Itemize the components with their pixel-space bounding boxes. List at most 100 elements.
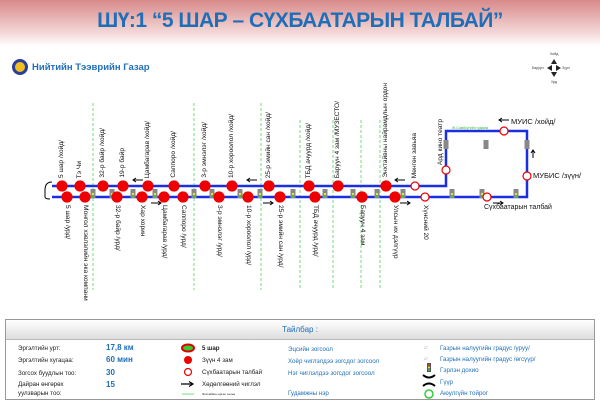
compass: Хойд Баруун Зүүн Урд bbox=[532, 52, 576, 86]
slope-down-icon: ▱ bbox=[424, 345, 428, 351]
stop-marker[interactable] bbox=[79, 191, 91, 203]
compass-south: Урд bbox=[551, 80, 557, 84]
stop-marker[interactable] bbox=[199, 180, 211, 192]
stat-label: Дайран өнгөрөх уулзварын тоо: bbox=[18, 381, 64, 397]
stop-label-north: Тэ Чи bbox=[76, 160, 83, 178]
traffic-light-icon bbox=[524, 140, 530, 149]
stop-marker[interactable] bbox=[117, 180, 129, 192]
stop-marker[interactable] bbox=[499, 126, 509, 136]
legend-title: Тайлбар : bbox=[6, 320, 594, 340]
stop-marker[interactable] bbox=[410, 181, 420, 191]
stop-label-north: 19-р байр bbox=[119, 148, 126, 178]
stop-label-ard: Ард кино театр bbox=[437, 118, 444, 165]
turnaround-arrow bbox=[44, 181, 53, 200]
stop-label-north: ТБД ачуурд /хойд/ bbox=[305, 122, 312, 178]
compass-north: Хойд bbox=[550, 52, 559, 56]
stop-marker[interactable] bbox=[441, 165, 451, 175]
stat-value: 17,8 км bbox=[106, 343, 134, 352]
stat-label: Эргэлтийн урт: bbox=[18, 345, 61, 352]
header-banner bbox=[0, 0, 600, 46]
compass-east: Зүүн bbox=[562, 66, 570, 70]
stop-label-south: Саппоро /урд/ bbox=[180, 205, 187, 248]
stop-marker[interactable] bbox=[263, 180, 275, 192]
route-map bbox=[44, 103, 536, 290]
organization: Нийтийн Тээврийн Газар bbox=[12, 59, 150, 75]
stop-marker[interactable] bbox=[389, 191, 401, 203]
stop-marker[interactable] bbox=[168, 180, 180, 192]
legend-symbol-label: Сүхбаатарын талбай bbox=[202, 369, 263, 376]
stop-marker[interactable] bbox=[303, 180, 315, 192]
stat-value: 60 мин bbox=[106, 355, 133, 364]
direction-arrow-icon bbox=[246, 177, 257, 183]
traffic-light-icon bbox=[483, 140, 489, 149]
stop-marker[interactable] bbox=[97, 180, 109, 192]
stop-marker[interactable] bbox=[56, 180, 68, 192]
stop-label-south: Баруун 4 зам bbox=[359, 205, 366, 246]
stop-marker[interactable] bbox=[242, 191, 254, 203]
stop-marker[interactable] bbox=[332, 180, 344, 192]
logo-icon bbox=[12, 59, 28, 75]
stat-label: Эргэлтийн хугацаа: bbox=[18, 357, 74, 364]
stop-marker[interactable] bbox=[482, 192, 492, 202]
direction-arrow-icon bbox=[493, 200, 504, 206]
legend-stop-label: Гудамжны нэр bbox=[288, 390, 329, 397]
stop-label-south: 10-р хороолол /урд/ bbox=[245, 205, 252, 266]
stop-label-south: 5 шар /урд/ bbox=[64, 205, 71, 240]
stop-marker[interactable] bbox=[274, 191, 286, 203]
stop-marker[interactable] bbox=[136, 191, 148, 203]
stop-marker[interactable] bbox=[158, 191, 170, 203]
street-name: Ж.Самбуугийн гудамж bbox=[452, 126, 489, 130]
organization-name: Нийтийн Тээврийн Газар bbox=[32, 61, 150, 73]
legend-other-label: Газрын налуугийн градус /уруу/ bbox=[440, 345, 530, 352]
stop-label-south: ТБД ачуурд /урд/ bbox=[312, 205, 319, 257]
stop-marker[interactable] bbox=[74, 180, 86, 192]
direction-arrow-icon bbox=[394, 177, 405, 183]
stop-label-mubis: МУБИС /зүүн/ bbox=[533, 171, 582, 180]
stop-marker[interactable] bbox=[111, 191, 123, 203]
stop-label-south: 32-р байр /урд/ bbox=[114, 205, 121, 251]
stop-marker[interactable] bbox=[420, 192, 430, 202]
legend-other-label: Гэрлэн дохио bbox=[440, 367, 479, 374]
slope-up-icon: ▱ bbox=[424, 356, 428, 362]
stop-marker[interactable] bbox=[61, 191, 73, 203]
stop-label-north: 10-р хороолол /хойд/ bbox=[228, 114, 235, 178]
stop-label-south: Цамбагарав /урд/ bbox=[161, 205, 168, 259]
legend-other-label: Газрын налуугийн градус /өгсүүр/ bbox=[440, 356, 536, 363]
stop-label-muis: МУИС /хойд/ bbox=[511, 117, 556, 126]
stop-marker[interactable] bbox=[356, 191, 368, 203]
direction-arrow-icon bbox=[181, 380, 195, 388]
direction-arrow-icon bbox=[151, 200, 162, 206]
stop-label-south: Улсын их дэлгүүр bbox=[392, 205, 399, 259]
hollow-stop-icon bbox=[183, 367, 193, 377]
stop-marker[interactable] bbox=[177, 191, 189, 203]
stop-marker[interactable] bbox=[142, 180, 154, 192]
direction-arrow-icon bbox=[263, 200, 274, 206]
compass-west: Баруун bbox=[532, 66, 544, 70]
legend-symbol-label: Хөдөлгөөний чиглэл bbox=[202, 381, 261, 388]
stop-label-suh: Сүхбаатарын талбай bbox=[484, 204, 552, 211]
stat-label: Зогсох буудлын тоо: bbox=[18, 370, 77, 377]
direction-arrow-icon bbox=[530, 149, 536, 158]
legend-other-label: Гүүр bbox=[440, 379, 453, 386]
legend-symbol-label: Энхтайвны өргөн чөлөө bbox=[202, 392, 236, 396]
stop-label-north: Саппоро /хойд/ bbox=[170, 131, 177, 178]
stop-marker[interactable] bbox=[522, 171, 532, 181]
terminal-icon bbox=[181, 343, 195, 353]
stop-label-south: 3-р эмнэлэг /урд/ bbox=[216, 205, 223, 257]
stop-marker[interactable] bbox=[380, 180, 392, 192]
stop-label-north: Энхтайвны найрамдлын ордон bbox=[382, 83, 389, 178]
compass-arrows-icon bbox=[547, 59, 561, 77]
stop-label-north: 3-р эмнэлэг /хойд/ bbox=[201, 122, 208, 178]
legend-other-icons: ▱ ▱ bbox=[422, 345, 436, 399]
stop-marker[interactable] bbox=[309, 191, 321, 203]
stop-label-south: 25-р эмийн сан /урд/ bbox=[277, 205, 284, 268]
legend-symbol-label: 5 шар bbox=[202, 345, 220, 352]
stop-marker[interactable] bbox=[213, 191, 225, 203]
direction-arrow-icon bbox=[132, 177, 143, 183]
stop-marker[interactable] bbox=[226, 180, 238, 192]
legend-symbols bbox=[181, 343, 195, 395]
traffic-light-icon bbox=[443, 140, 449, 149]
legend-stop-label: Хоёр чиглэлдээ зогсдог зогсоол bbox=[288, 358, 380, 365]
stop-label-north: Мөнгөн завьяа bbox=[411, 132, 418, 178]
stop-label-south: Хүнсний 20 bbox=[422, 205, 429, 240]
